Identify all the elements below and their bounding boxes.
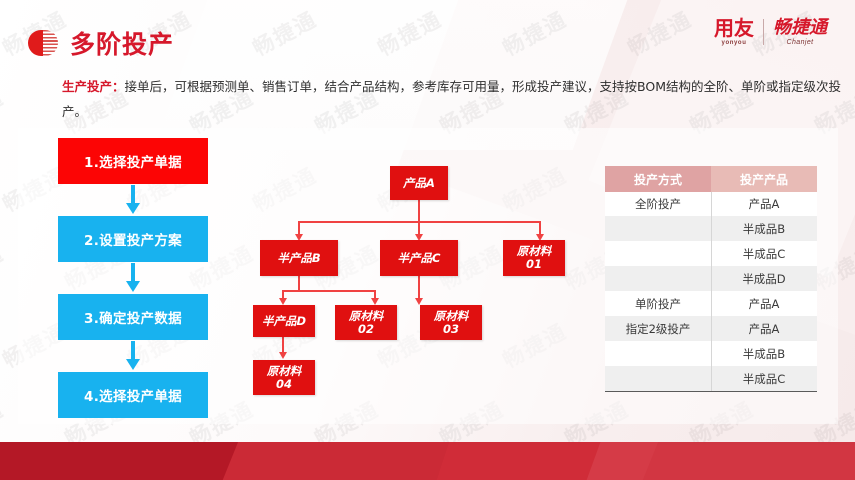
tree-node-semi-c[interactable]: 半产品C — [380, 240, 458, 276]
steps-flow: 1.选择投产单据 2.设置投产方案 3.确定投产数据 4.选择投产单据 — [58, 138, 208, 418]
cell-product: 半成品D — [742, 271, 786, 286]
tree-node-material-01[interactable]: 原材料 01 — [503, 240, 565, 276]
cell-product: 半成品C — [742, 246, 786, 261]
connector-to-d — [282, 290, 284, 300]
cell-product: 半成品B — [742, 346, 786, 361]
tree-node-semi-b[interactable]: 半产品B — [260, 240, 338, 276]
cell-product: 半成品C — [742, 371, 786, 386]
connector-to-r2 — [374, 290, 376, 300]
connector-a-down — [418, 200, 420, 222]
connector-to-b — [298, 221, 300, 236]
footer-bar — [0, 442, 855, 480]
cell-method: 全阶投产 — [635, 196, 681, 211]
brand-yonyou-cn: 用友 — [714, 16, 754, 40]
cell-method — [605, 341, 711, 366]
step-4-button[interactable]: 4.选择投产单据 — [58, 372, 208, 418]
connector-d-down — [282, 332, 284, 354]
arrowhead-to-b — [294, 234, 303, 241]
icon-striped-half — [43, 30, 58, 56]
cell-method: 指定2级投产 — [625, 321, 691, 336]
arrowhead-to-c — [414, 234, 423, 241]
icon-solid-half — [28, 30, 43, 56]
step-arrow-3-to-4-icon — [58, 340, 208, 372]
step-2-button[interactable]: 2.设置投产方案 — [58, 216, 208, 262]
description-body: 接单后，可根据预测单、销售订单，结合产品结构，参考库存可用量，形成投产建议，支持… — [62, 79, 841, 119]
cell-product: 产品A — [748, 196, 780, 211]
tree-node-material-04[interactable]: 原材料 04 — [253, 360, 315, 395]
cell-method — [605, 266, 711, 291]
cell-method: 单阶投产 — [635, 296, 681, 311]
arrowhead-to-r4 — [278, 352, 287, 359]
brand-logo: 用友 yonyou 畅捷通 Chanjet — [714, 18, 827, 46]
material-01-line1: 原材料 — [516, 244, 552, 258]
tree-node-material-02[interactable]: 原材料 02 — [335, 305, 397, 340]
connector-b-bus — [282, 290, 376, 292]
brand-divider — [763, 19, 764, 45]
brand-chanjet-en: Chanjet — [786, 38, 814, 46]
step-1-button[interactable]: 1.选择投产单据 — [58, 138, 208, 184]
description-lead: 生产投产： — [62, 79, 125, 94]
cell-method — [605, 241, 711, 266]
brand-chanjet-cn: 畅捷通 — [773, 16, 827, 38]
material-02-line2: 02 — [357, 321, 374, 336]
connector-b-down — [298, 275, 300, 291]
brand-chanjet: 畅捷通 Chanjet — [773, 16, 827, 46]
table-column-divider — [711, 192, 712, 391]
material-04-line1: 原材料 — [266, 363, 302, 378]
footer-shape-3 — [578, 442, 855, 480]
tree-node-material-03[interactable]: 原材料 03 — [420, 305, 482, 340]
cell-product: 产品A — [748, 321, 780, 336]
arrowhead-to-r2 — [370, 298, 379, 305]
arrowhead-to-r3 — [414, 298, 423, 305]
connector-to-r1 — [539, 221, 541, 236]
connector-to-c — [418, 221, 420, 236]
material-03-line2: 03 — [442, 321, 459, 336]
tree-node-semi-d[interactable]: 半产品D — [253, 305, 315, 337]
material-01-line2: 01 — [525, 257, 542, 271]
step-arrow-1-to-2-icon — [58, 184, 208, 216]
table-header-product: 投产产品 — [711, 166, 817, 192]
arrowhead-to-d — [278, 298, 287, 305]
step-3-button[interactable]: 3.确定投产数据 — [58, 294, 208, 340]
half-circle-striped-icon — [28, 30, 58, 56]
brand-yonyou: 用友 yonyou — [714, 18, 754, 46]
cell-product: 半成品B — [742, 221, 786, 236]
tree-node-product-a[interactable]: 产品A — [390, 166, 448, 200]
material-04-line2: 04 — [275, 376, 292, 391]
bom-tree: 产品A 半产品B 半产品C 原材料 01 半产品D 原材料 02 原材料 03 … — [240, 160, 590, 410]
table-header-method: 投产方式 — [605, 166, 711, 192]
page-title: 多阶投产 — [70, 30, 175, 59]
connector-c-down — [418, 275, 420, 300]
brand-yonyou-en: yonyou — [721, 40, 747, 46]
material-02-line1: 原材料 — [348, 308, 384, 323]
cell-method — [605, 366, 711, 391]
cell-method — [605, 216, 711, 241]
material-03-line1: 原材料 — [433, 308, 469, 323]
cell-product: 产品A — [748, 296, 780, 311]
table-header-row: 投产方式 投产产品 — [605, 166, 817, 192]
step-arrow-2-to-3-icon — [58, 262, 208, 294]
description-paragraph: 生产投产：接单后，可根据预测单、销售订单，结合产品结构，参考库存可用量，形成投产… — [62, 74, 842, 124]
arrowhead-to-r1 — [535, 234, 544, 241]
